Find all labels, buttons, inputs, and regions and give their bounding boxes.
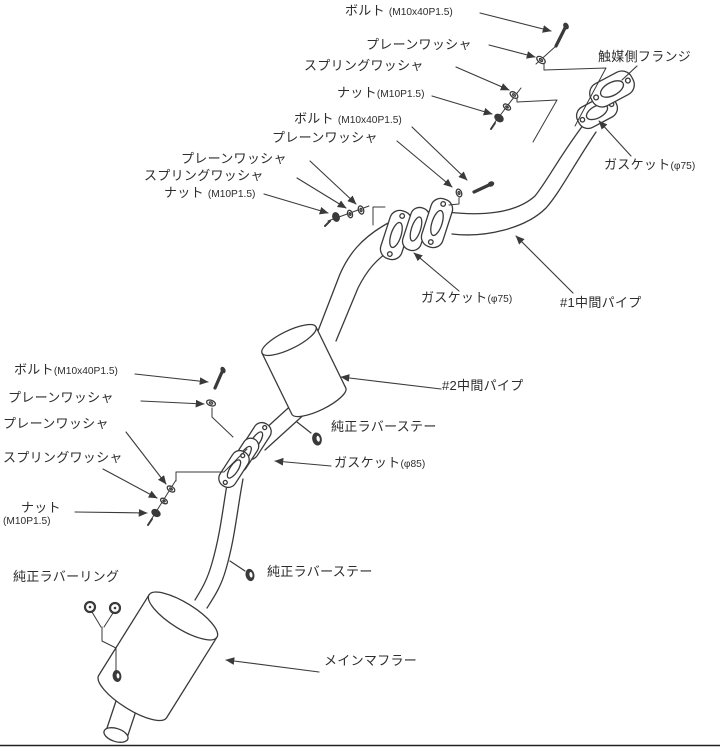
label-plain-washer-5: プレーンワッシャ xyxy=(3,416,109,431)
label-plain-washer-1: プレーンワッシャ xyxy=(366,37,472,52)
plain-washer-icon xyxy=(357,205,365,215)
label-pipe-2: #2中間パイプ xyxy=(442,378,524,393)
spring-washer-icon xyxy=(346,209,354,219)
rubber-stay-icon xyxy=(312,432,322,446)
plain-washer-icon xyxy=(536,55,546,65)
rubber-stay-2-drawing xyxy=(229,560,255,582)
label-nut-1: ナット(M10P1.5) xyxy=(337,85,425,100)
label-bolt-2: ボルト (M10x40P1.5) xyxy=(294,111,402,126)
bolt-icon xyxy=(472,183,491,194)
plain-washer-icon xyxy=(502,103,512,111)
main-muffler-drawing xyxy=(97,591,219,722)
spring-washer-icon xyxy=(509,91,519,99)
label-gasket-85: ガスケット(φ85) xyxy=(334,455,426,470)
bolt-icon xyxy=(213,370,224,390)
label-nut-2: ナット (M10P1.5) xyxy=(164,185,256,200)
label-catalyst-flange: 触媒側フランジ xyxy=(598,49,692,64)
junction-flange-right xyxy=(420,197,454,249)
main-pipe-drawing xyxy=(194,472,244,609)
catalyst-flange-icon xyxy=(589,70,635,108)
label-spring-washer-1: スプリングワッシャ xyxy=(304,58,424,73)
pipe-1-drawing xyxy=(446,119,597,236)
muffler-2-drawing xyxy=(261,323,347,418)
rubber-stay-1-drawing xyxy=(296,421,322,446)
bolt-3-drawing xyxy=(205,366,234,438)
plain-washer-icon xyxy=(205,399,217,407)
fastener-set-lower-left xyxy=(147,448,248,526)
label-plain-washer-4: プレーンワッシャ xyxy=(8,390,114,405)
label-main-muffler: メインマフラー xyxy=(324,653,418,668)
rubber-ring-hanger-drawing xyxy=(83,600,122,682)
label-spring-washer-3: スプリングワッシャ xyxy=(3,450,123,465)
label-bolt-3: ボルト(M10x40P1.5) xyxy=(14,362,118,377)
nut-icon xyxy=(332,212,340,222)
label-gasket-75-upper: ガスケット(φ75) xyxy=(604,157,696,172)
nut-icon xyxy=(494,113,504,123)
label-rubber-ring: 純正ラバーリング xyxy=(13,569,120,584)
label-rubber-stay-1: 純正ラバーステー xyxy=(331,419,437,434)
label-plain-washer-2: プレーンワッシャ xyxy=(272,130,378,145)
label-spring-washer-2: スプリングワッシャ xyxy=(144,168,264,183)
spring-washer-icon xyxy=(159,497,169,505)
label-rubber-stay-2: 純正ラバーステー xyxy=(267,564,373,579)
label-gasket-75-lower: ガスケット(φ75) xyxy=(421,290,513,305)
plain-washer-icon xyxy=(455,188,463,198)
fastener-set-top xyxy=(490,22,607,143)
fastener-set-mid-left xyxy=(324,205,386,227)
bolt-icon xyxy=(554,26,567,48)
lower-flange-lower xyxy=(218,449,250,489)
rubber-stay-icon xyxy=(245,568,255,582)
rubber-stay-icon xyxy=(112,670,122,682)
label-plain-washer-3: プレーンワッシャ xyxy=(181,151,287,166)
nut-icon xyxy=(151,508,161,518)
bolt-2-drawing xyxy=(448,181,495,206)
label-bolt-1: ボルト (M10x40P1.5) xyxy=(345,3,453,18)
plain-washer-icon xyxy=(166,485,176,493)
label-pipe-1: #1中間パイプ xyxy=(560,295,642,310)
leader-lines xyxy=(74,12,638,673)
label-nut-3: ナット(M10P1.5) xyxy=(3,500,61,527)
